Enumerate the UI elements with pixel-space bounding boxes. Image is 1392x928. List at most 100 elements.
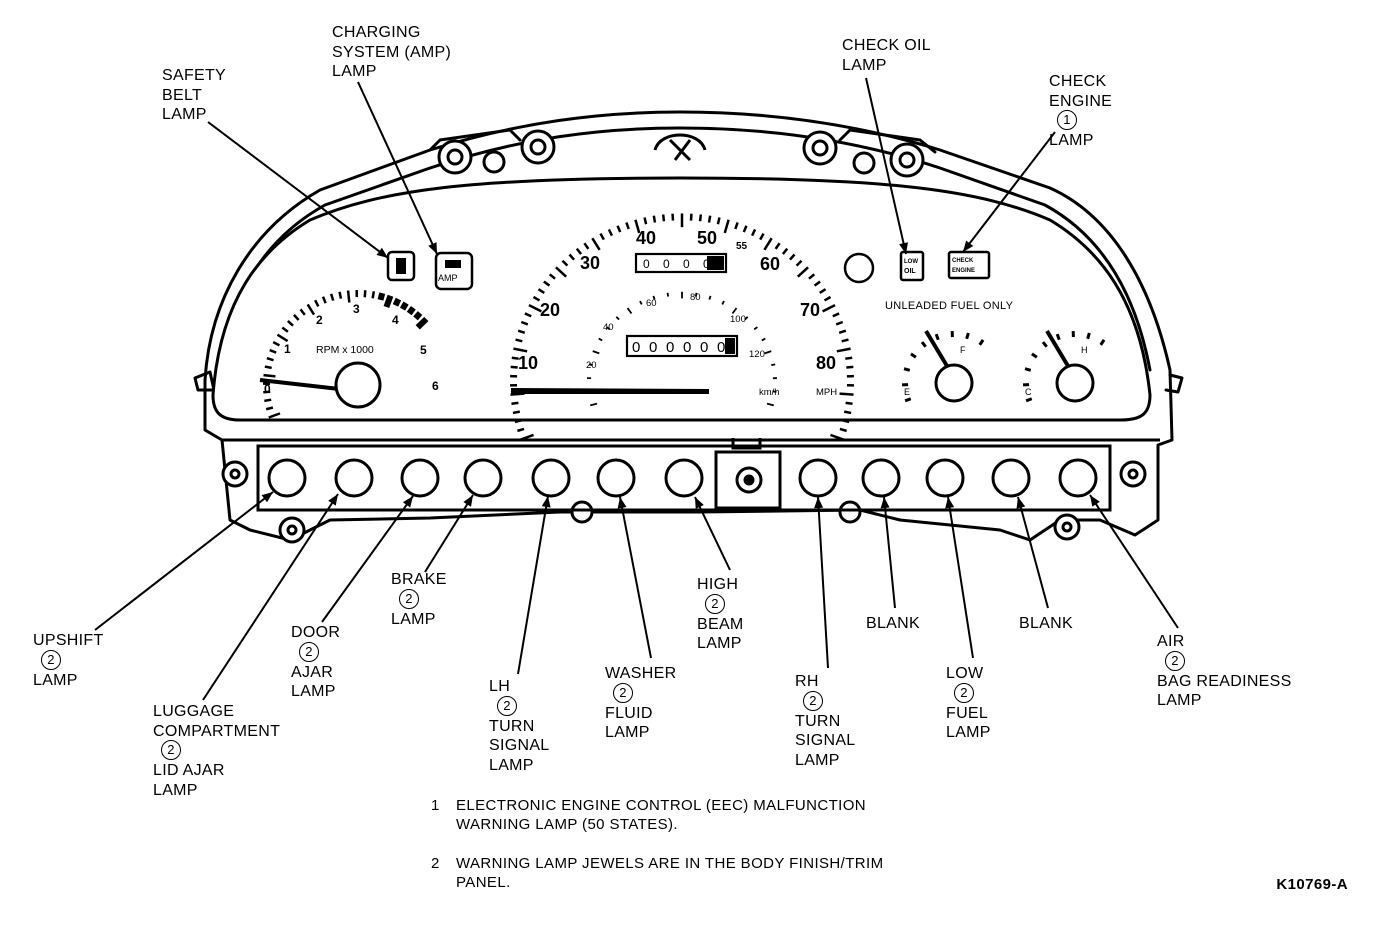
- speedo-tick: [823, 295, 832, 302]
- speed-number: 50: [697, 228, 717, 248]
- speedo-tick: [841, 338, 849, 343]
- speedo-tick: [513, 347, 528, 353]
- speedo-tick: [537, 288, 545, 294]
- speedo-tick: [519, 433, 534, 441]
- tach-tick: [377, 292, 386, 301]
- temp-hub: [1055, 363, 1095, 403]
- tach-tick: [371, 291, 376, 299]
- leader-air-bag: [1089, 494, 1179, 629]
- lamp-jewel: [1058, 458, 1098, 498]
- tach-tick: [263, 373, 276, 378]
- tach-tick: [264, 365, 272, 370]
- figure-id: K10769-A: [1276, 876, 1348, 893]
- speedo-tick: [839, 392, 854, 396]
- speedo-tick: [511, 401, 519, 406]
- fuel-tick: [910, 352, 917, 359]
- leader-blank-2-arrowhead: [1016, 497, 1026, 509]
- tach-number: 3: [353, 302, 360, 316]
- leader-lh-turn: [517, 495, 549, 675]
- leader-charging-arrowhead: [428, 242, 437, 254]
- leader-air-bag-arrowhead: [1090, 495, 1100, 507]
- kmh-tick: [753, 326, 758, 331]
- fuel-tick: [934, 333, 940, 341]
- lamp-jewel: [531, 458, 571, 498]
- speedo-tick: [517, 427, 525, 433]
- tach-tick: [265, 406, 274, 411]
- speedo-tick: [813, 280, 821, 287]
- speedo-tick: [616, 225, 622, 233]
- odometer-digit: 0: [717, 339, 725, 356]
- kmh-tick: [761, 337, 766, 342]
- footnote-2: 2 WARNING LAMP JEWELS ARE IN THE BODY FI…: [431, 855, 884, 891]
- svg-text:ENGINE: ENGINE: [952, 268, 975, 274]
- leader-door: [321, 495, 414, 623]
- leader-high-beam: [694, 496, 731, 571]
- kmh-label: km/h: [759, 387, 780, 398]
- leader-blank-2: [1017, 496, 1049, 609]
- speedo-tick: [742, 225, 748, 233]
- amp-lamp-text: AMP: [438, 273, 458, 283]
- speedo-tick: [830, 433, 845, 441]
- speedo-tick: [625, 222, 630, 230]
- speedo-tick: [510, 365, 518, 369]
- leader-blank-1: [883, 496, 896, 609]
- speedo-tick: [568, 253, 575, 261]
- kmh-tick: [639, 300, 643, 305]
- leader-washer-arrowhead: [617, 497, 627, 509]
- tach-tick: [413, 311, 423, 321]
- odometer-digit: 0: [683, 339, 691, 356]
- kmh-number: 60: [646, 298, 657, 309]
- trip-digit: 0: [683, 257, 690, 271]
- lamp-jewel: [596, 458, 636, 498]
- tach-tick: [392, 297, 402, 307]
- leader-upshift: [94, 491, 274, 631]
- tach-number: 2: [316, 313, 323, 327]
- leader-high-beam-arrowhead: [695, 497, 704, 509]
- lamp-jewel: [925, 458, 965, 498]
- speedo-tick: [524, 312, 532, 318]
- svg-text:OIL: OIL: [904, 268, 916, 275]
- leader-door-arrowhead: [402, 496, 413, 508]
- speedo-tick: [548, 273, 556, 280]
- temp-low-mark: C: [1025, 387, 1032, 397]
- kmh-tick: [764, 350, 772, 355]
- odometer-digit: 0: [700, 339, 708, 356]
- speedo-tick: [763, 237, 773, 251]
- tach-number: 4: [392, 313, 399, 327]
- tach-number: 5: [420, 343, 427, 357]
- leader-low-fuel: [947, 496, 974, 659]
- speedo-tick: [583, 242, 590, 250]
- leader-safety-belt: [207, 121, 389, 259]
- kmh-tick: [731, 307, 738, 315]
- speedo-tick: [822, 303, 836, 313]
- speedo-tick: [842, 419, 850, 424]
- kmh-number: 40: [603, 322, 614, 333]
- tach-tick: [269, 348, 277, 354]
- speedo-needle: [511, 387, 709, 394]
- tach-number: 6: [432, 379, 439, 393]
- leader-blank-1-arrowhead: [880, 497, 890, 509]
- odometer-digit: 0: [649, 339, 657, 356]
- odometer-digit-box: [725, 338, 735, 354]
- speed-number: 70: [800, 300, 820, 320]
- leader-luggage-arrowhead: [328, 494, 338, 506]
- tach-tick: [281, 326, 289, 333]
- leader-rh-turn-arrowhead: [814, 497, 824, 509]
- svg-text:CHECK: CHECK: [952, 258, 974, 264]
- footnote-1: 1 ELECTRONIC ENGINE CONTROL (EEC) MALFUN…: [431, 797, 867, 833]
- leader-luggage: [202, 493, 339, 701]
- tach-tick: [299, 308, 306, 316]
- speed-55-mark: 55: [736, 241, 748, 252]
- temp-tick: [1099, 339, 1106, 346]
- speedo-tick: [517, 329, 526, 334]
- lamp-jewel: [861, 458, 901, 498]
- fuel-notice: UNLEADED FUEL ONLY: [885, 300, 1014, 312]
- tach-tick: [314, 299, 320, 308]
